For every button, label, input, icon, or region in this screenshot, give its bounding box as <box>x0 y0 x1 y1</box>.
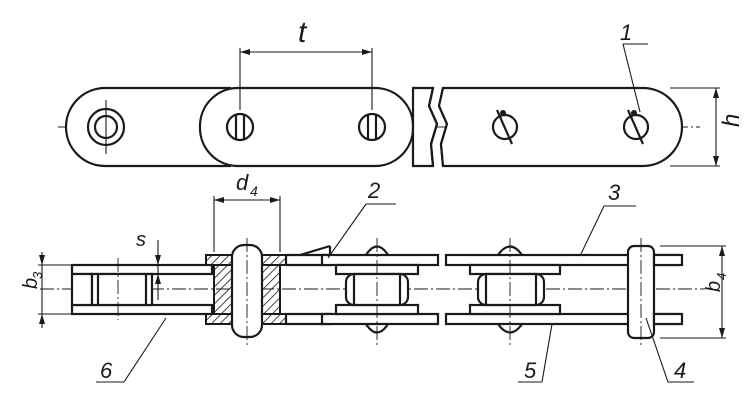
top-right-plate <box>437 86 684 168</box>
mid-upper-plate <box>320 253 440 267</box>
top-left-plate <box>64 86 232 168</box>
plate-bevel-upper <box>299 244 331 257</box>
callout-5: 5 <box>524 358 537 383</box>
top-hole-2 <box>357 112 387 142</box>
right-inner-lower <box>468 303 562 316</box>
top-middle-plate <box>198 86 415 168</box>
outer-width-label: b <box>703 281 725 292</box>
inner-width-label: b <box>20 278 42 289</box>
pin-diameter-label: d <box>236 170 249 195</box>
bushing-left <box>213 264 233 315</box>
pitch-label: t <box>298 16 308 49</box>
left-upper-plate <box>70 263 214 276</box>
right-inner-upper <box>468 263 562 276</box>
callout-6: 6 <box>100 358 113 383</box>
bushing-right <box>261 264 281 315</box>
callout-3: 3 <box>608 180 621 205</box>
height-label: h <box>718 114 745 127</box>
side-view: d 4 s b 3 <box>20 170 729 383</box>
right-roller <box>476 272 546 307</box>
end-pin-cap-top <box>652 253 684 267</box>
thickness-label: s <box>136 229 146 251</box>
callout-4: 4 <box>674 358 686 383</box>
inner-width-sub: 3 <box>30 271 45 279</box>
left-end-block <box>70 272 94 307</box>
outer-width-sub: 4 <box>714 273 729 280</box>
end-pin-cap-bottom <box>652 312 684 326</box>
top-hole-1 <box>225 112 255 142</box>
top-middle-plate-end <box>411 86 439 168</box>
callout-1: 1 <box>620 20 632 45</box>
break-line-left <box>427 87 439 167</box>
pin-diameter-sub: 4 <box>250 183 258 199</box>
callout-2: 2 <box>367 178 380 203</box>
left-lower-plate <box>70 303 214 316</box>
top-view: t h 1 <box>58 16 745 168</box>
left-roller <box>90 272 154 307</box>
mid-lower-plate <box>320 312 440 326</box>
